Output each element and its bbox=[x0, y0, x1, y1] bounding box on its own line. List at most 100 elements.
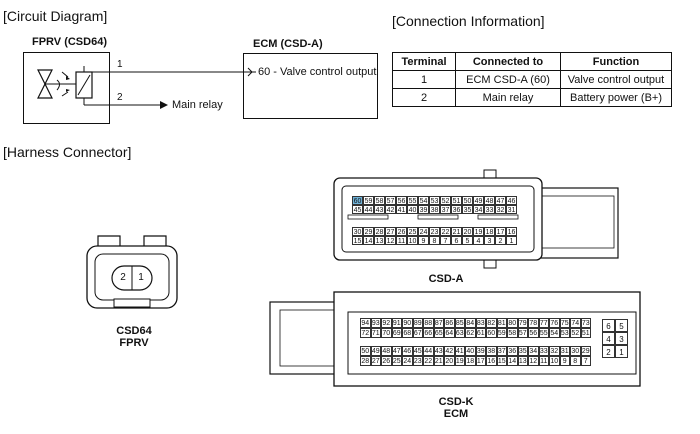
connector-pin: 3 bbox=[615, 332, 628, 345]
connector-pin: 25 bbox=[407, 227, 418, 236]
cell-function: Valve control output bbox=[560, 70, 672, 89]
connector-pin: 6 bbox=[451, 236, 462, 245]
fprv-pin-2: 2 bbox=[120, 272, 126, 283]
connector-pin: 36 bbox=[451, 205, 462, 214]
connector-pin: 51 bbox=[451, 196, 462, 205]
fprv-pin-1: 1 bbox=[138, 272, 144, 283]
ecm-pin-arrow bbox=[247, 67, 253, 77]
connector-pin: 44 bbox=[423, 346, 434, 356]
connector-pin: 26 bbox=[381, 356, 392, 366]
connector-pin: 91 bbox=[391, 318, 402, 328]
connector-pin: 17 bbox=[495, 227, 506, 236]
connector-pin: 40 bbox=[407, 205, 418, 214]
connector-pin: 23 bbox=[429, 227, 440, 236]
connector-pin: 47 bbox=[391, 346, 402, 356]
csd-a-connector-body bbox=[333, 169, 619, 269]
connector-pin: 48 bbox=[484, 196, 495, 205]
connector-pin: 54 bbox=[549, 328, 560, 338]
connector-pin: 34 bbox=[528, 346, 539, 356]
connector-pin: 89 bbox=[412, 318, 423, 328]
connector-pin: 22 bbox=[440, 227, 451, 236]
connector-pin: 15 bbox=[352, 236, 363, 245]
connector-pin: 48 bbox=[381, 346, 392, 356]
main-relay-label: Main relay bbox=[172, 99, 223, 111]
connector-pin: 8 bbox=[570, 356, 581, 366]
header-connected-to: Connected to bbox=[455, 52, 561, 71]
connector-pin: 42 bbox=[444, 346, 455, 356]
connector-pin: 90 bbox=[402, 318, 413, 328]
connector-pin: 72 bbox=[360, 328, 371, 338]
connector-pin: 10 bbox=[407, 236, 418, 245]
connector-pin: 55 bbox=[538, 328, 549, 338]
connector-pin: 18 bbox=[465, 356, 476, 366]
connector-pin: 38 bbox=[429, 205, 440, 214]
connector-pin: 57 bbox=[385, 196, 396, 205]
connector-pin: 14 bbox=[507, 356, 518, 366]
connector-pin: 44 bbox=[363, 205, 374, 214]
ecm-box bbox=[243, 53, 378, 119]
connector-pin: 45 bbox=[352, 205, 363, 214]
connector-pin: 60 bbox=[486, 328, 497, 338]
connector-pin: 53 bbox=[429, 196, 440, 205]
header-terminal: Terminal bbox=[392, 52, 456, 71]
connector-pin: 28 bbox=[374, 227, 385, 236]
csd-a-label: CSD-A bbox=[428, 273, 464, 285]
connector-pin: 37 bbox=[440, 205, 451, 214]
connector-pin: 55 bbox=[407, 196, 418, 205]
connector-pin: 37 bbox=[496, 346, 507, 356]
connector-pin: 85 bbox=[454, 318, 465, 328]
connector-pin: 36 bbox=[507, 346, 518, 356]
connector-pin: 16 bbox=[506, 227, 517, 236]
connector-pin: 14 bbox=[363, 236, 374, 245]
connector-pin: 57 bbox=[517, 328, 528, 338]
table-row: 2 Main relay Battery power (B+) bbox=[392, 88, 672, 107]
connector-pin: 13 bbox=[374, 236, 385, 245]
connector-pin: 17 bbox=[475, 356, 486, 366]
connector-pin: 23 bbox=[412, 356, 423, 366]
connector-pin: 78 bbox=[528, 318, 539, 328]
connector-pin: 76 bbox=[549, 318, 560, 328]
connector-pin: 7 bbox=[440, 236, 451, 245]
csd-k-label: CSD-K bbox=[438, 396, 474, 408]
fprv-connector bbox=[86, 235, 178, 309]
connector-pin: 65 bbox=[433, 328, 444, 338]
connector-pin: 62 bbox=[465, 328, 476, 338]
connector-pin: 27 bbox=[370, 356, 381, 366]
cell-connected-to: Main relay bbox=[455, 88, 561, 107]
connection-info-heading: [Connection Information] bbox=[392, 13, 545, 29]
connector-pin: 30 bbox=[352, 227, 363, 236]
connector-pin: 24 bbox=[402, 356, 413, 366]
connector-pin: 34 bbox=[473, 205, 484, 214]
connector-pin: 28 bbox=[360, 356, 371, 366]
connector-pin: 12 bbox=[528, 356, 539, 366]
connector-pin: 51 bbox=[580, 328, 591, 338]
connector-pin: 61 bbox=[475, 328, 486, 338]
cell-function: Battery power (B+) bbox=[560, 88, 672, 107]
connector-pin: 58 bbox=[374, 196, 385, 205]
circuit-wiring bbox=[37, 66, 256, 109]
connector-pin: 33 bbox=[484, 205, 495, 214]
connector-pin: 87 bbox=[433, 318, 444, 328]
connector-pin: 21 bbox=[451, 227, 462, 236]
connector-pin: 31 bbox=[506, 205, 517, 214]
connector-pin: 2 bbox=[495, 236, 506, 245]
connector-pin: 43 bbox=[433, 346, 444, 356]
connector-pin: 1 bbox=[506, 236, 517, 245]
table-row: 1 ECM CSD-A (60) Valve control output bbox=[392, 70, 672, 89]
connector-pin: 25 bbox=[391, 356, 402, 366]
connector-pin: 39 bbox=[418, 205, 429, 214]
connector-pin: 33 bbox=[538, 346, 549, 356]
connector-pin: 79 bbox=[517, 318, 528, 328]
connector-pin: 94 bbox=[360, 318, 371, 328]
connector-pin: 24 bbox=[418, 227, 429, 236]
connector-pin: 67 bbox=[412, 328, 423, 338]
connector-pin: 40 bbox=[465, 346, 476, 356]
connector-pin: 84 bbox=[465, 318, 476, 328]
connector-pin: 10 bbox=[549, 356, 560, 366]
csd-k-connector-body bbox=[269, 291, 641, 387]
connector-pin: 43 bbox=[374, 205, 385, 214]
connector-pin: 70 bbox=[381, 328, 392, 338]
connector-pin: 6 bbox=[602, 319, 615, 332]
